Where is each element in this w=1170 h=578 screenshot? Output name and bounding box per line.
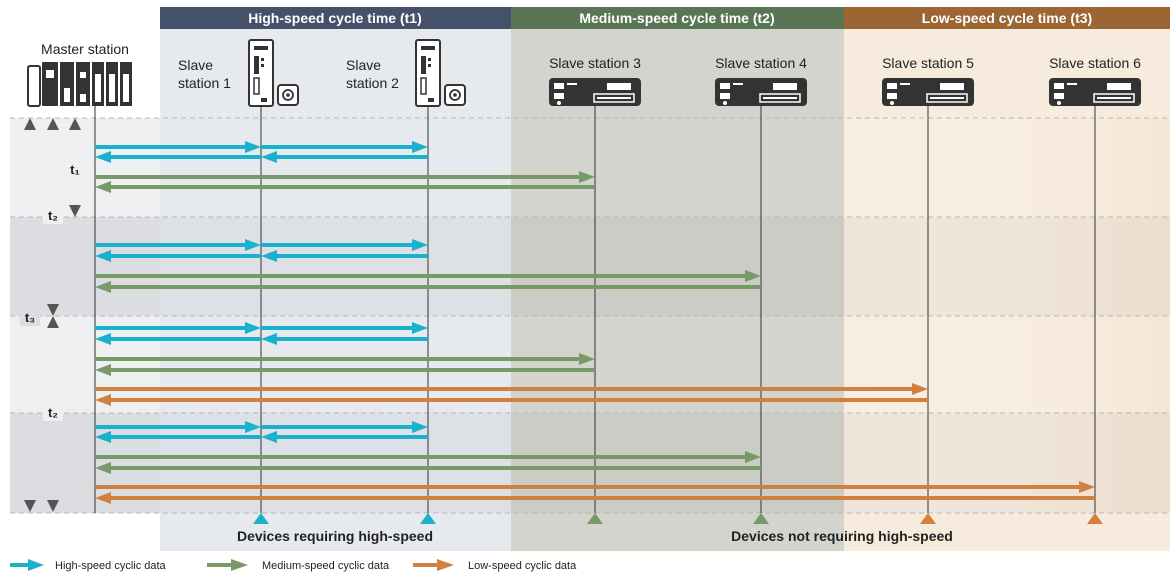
high-speed-devices-label: Devices requiring high-speed <box>237 528 433 544</box>
row-shade-2 <box>160 217 1170 316</box>
high-speed-zone <box>160 28 511 551</box>
high-in-data-arrow-9 <box>261 250 428 262</box>
slave-station-2-line1: Slave <box>346 57 381 73</box>
high-speed-marker-1 <box>253 513 269 524</box>
slave-station-5-label: Slave station 5 <box>882 55 974 71</box>
legend-medium-speed-arrow <box>207 559 248 571</box>
high-out-data-arrow-13 <box>261 322 428 334</box>
low-out-data-arrow-18 <box>95 383 928 395</box>
high-out-data-arrow-0 <box>95 141 261 153</box>
medium-in-data-arrow-11 <box>95 281 761 293</box>
low-speed-marker-6 <box>1087 513 1103 524</box>
cyclic-data-arrows <box>95 141 1095 504</box>
high-in-data-arrow-3 <box>261 151 428 163</box>
legend-high-speed-arrow <box>10 559 44 571</box>
medium-in-data-arrow-25 <box>95 462 761 474</box>
medium-speed-marker-4 <box>753 513 769 524</box>
header-low-label: Low-speed cycle time (t3) <box>922 10 1092 26</box>
slave-station-1-label: Slave station 1 <box>178 57 231 91</box>
t1-label: t₁ <box>70 162 80 177</box>
master-station-label: Master station <box>41 41 129 57</box>
t2-label-2: t₂ <box>48 405 58 420</box>
low-out-data-arrow-26 <box>95 481 1095 493</box>
medium-in-data-arrow-5 <box>95 181 595 193</box>
t3-label: t₃ <box>25 310 35 325</box>
high-speed-marker-2 <box>420 513 436 524</box>
high-in-data-arrow-23 <box>261 431 428 443</box>
t1-label-bg <box>65 160 85 178</box>
legend-medium-speed-label: Medium-speed cyclic data <box>262 560 390 572</box>
slave-station-4-label: Slave station 4 <box>715 55 807 71</box>
slave-station-2-label: Slave station 2 <box>346 57 399 91</box>
high-out-data-arrow-6 <box>95 239 261 251</box>
medium-speed-zone <box>511 28 844 551</box>
medium-out-data-arrow-16 <box>95 353 595 365</box>
medium-out-data-arrow-10 <box>95 270 761 282</box>
slave-station-2-line2: station 2 <box>346 75 399 91</box>
high-in-data-arrow-14 <box>95 333 261 345</box>
t2-label-1: t₂ <box>48 208 58 223</box>
row-band-2 <box>10 217 160 316</box>
medium-out-data-arrow-4 <box>95 171 595 183</box>
servo-motor-icon-2 <box>444 84 466 106</box>
row-band-3 <box>10 316 160 413</box>
slave-station-3-label: Slave station 3 <box>549 55 641 71</box>
medium-in-data-arrow-17 <box>95 364 595 376</box>
header-high-label: High-speed cycle time (t1) <box>248 10 422 26</box>
station-markers <box>253 513 1103 524</box>
header-medium-label: Medium-speed cycle time (t2) <box>579 10 774 26</box>
medium-speed-marker-3 <box>587 513 603 524</box>
low-in-data-arrow-19 <box>95 394 928 406</box>
high-out-data-arrow-12 <box>95 322 261 334</box>
high-out-data-arrow-20 <box>95 421 261 433</box>
high-in-data-arrow-2 <box>95 151 261 163</box>
t2-label-1-bg <box>43 206 63 224</box>
header-high-speed <box>160 7 511 29</box>
cycle-separators <box>10 117 1170 514</box>
other-devices-label: Devices not requiring high-speed <box>731 528 953 544</box>
slave-station-6-label: Slave station 6 <box>1049 55 1141 71</box>
io-module-icon-3 <box>549 78 641 106</box>
io-module-icon-6 <box>1049 78 1141 106</box>
header-low-speed <box>844 7 1170 29</box>
legend-high-speed-label: High-speed cyclic data <box>55 560 167 572</box>
legend: High-speed cyclic data Medium-speed cycl… <box>10 559 577 572</box>
high-in-data-arrow-22 <box>95 431 261 443</box>
legend-low-speed-label: Low-speed cyclic data <box>468 560 577 572</box>
station-lines <box>94 106 1096 513</box>
servo-amplifier-icon-2 <box>415 39 441 107</box>
high-in-data-arrow-15 <box>261 333 428 345</box>
servo-amplifier-icon-1 <box>248 39 274 107</box>
slave-station-1-line1: Slave <box>178 57 213 73</box>
high-out-data-arrow-21 <box>261 421 428 433</box>
t2-label-2-bg <box>43 403 63 421</box>
high-out-data-arrow-7 <box>261 239 428 251</box>
high-out-data-arrow-1 <box>261 141 428 153</box>
low-in-data-arrow-27 <box>95 492 1095 504</box>
high-in-data-arrow-8 <box>95 250 261 262</box>
low-speed-zone-fade <box>844 118 1170 513</box>
servo-motor-icon-1 <box>277 84 299 106</box>
legend-low-speed-arrow <box>413 559 454 571</box>
slave-station-1-line2: station 1 <box>178 75 231 91</box>
header-medium-speed <box>511 7 844 29</box>
master-station-plc-icon <box>27 62 132 107</box>
io-module-icon-4 <box>715 78 807 106</box>
t3-label-bg <box>20 308 40 326</box>
low-speed-marker-5 <box>920 513 936 524</box>
io-module-icon-5 <box>882 78 974 106</box>
medium-out-data-arrow-24 <box>95 451 761 463</box>
